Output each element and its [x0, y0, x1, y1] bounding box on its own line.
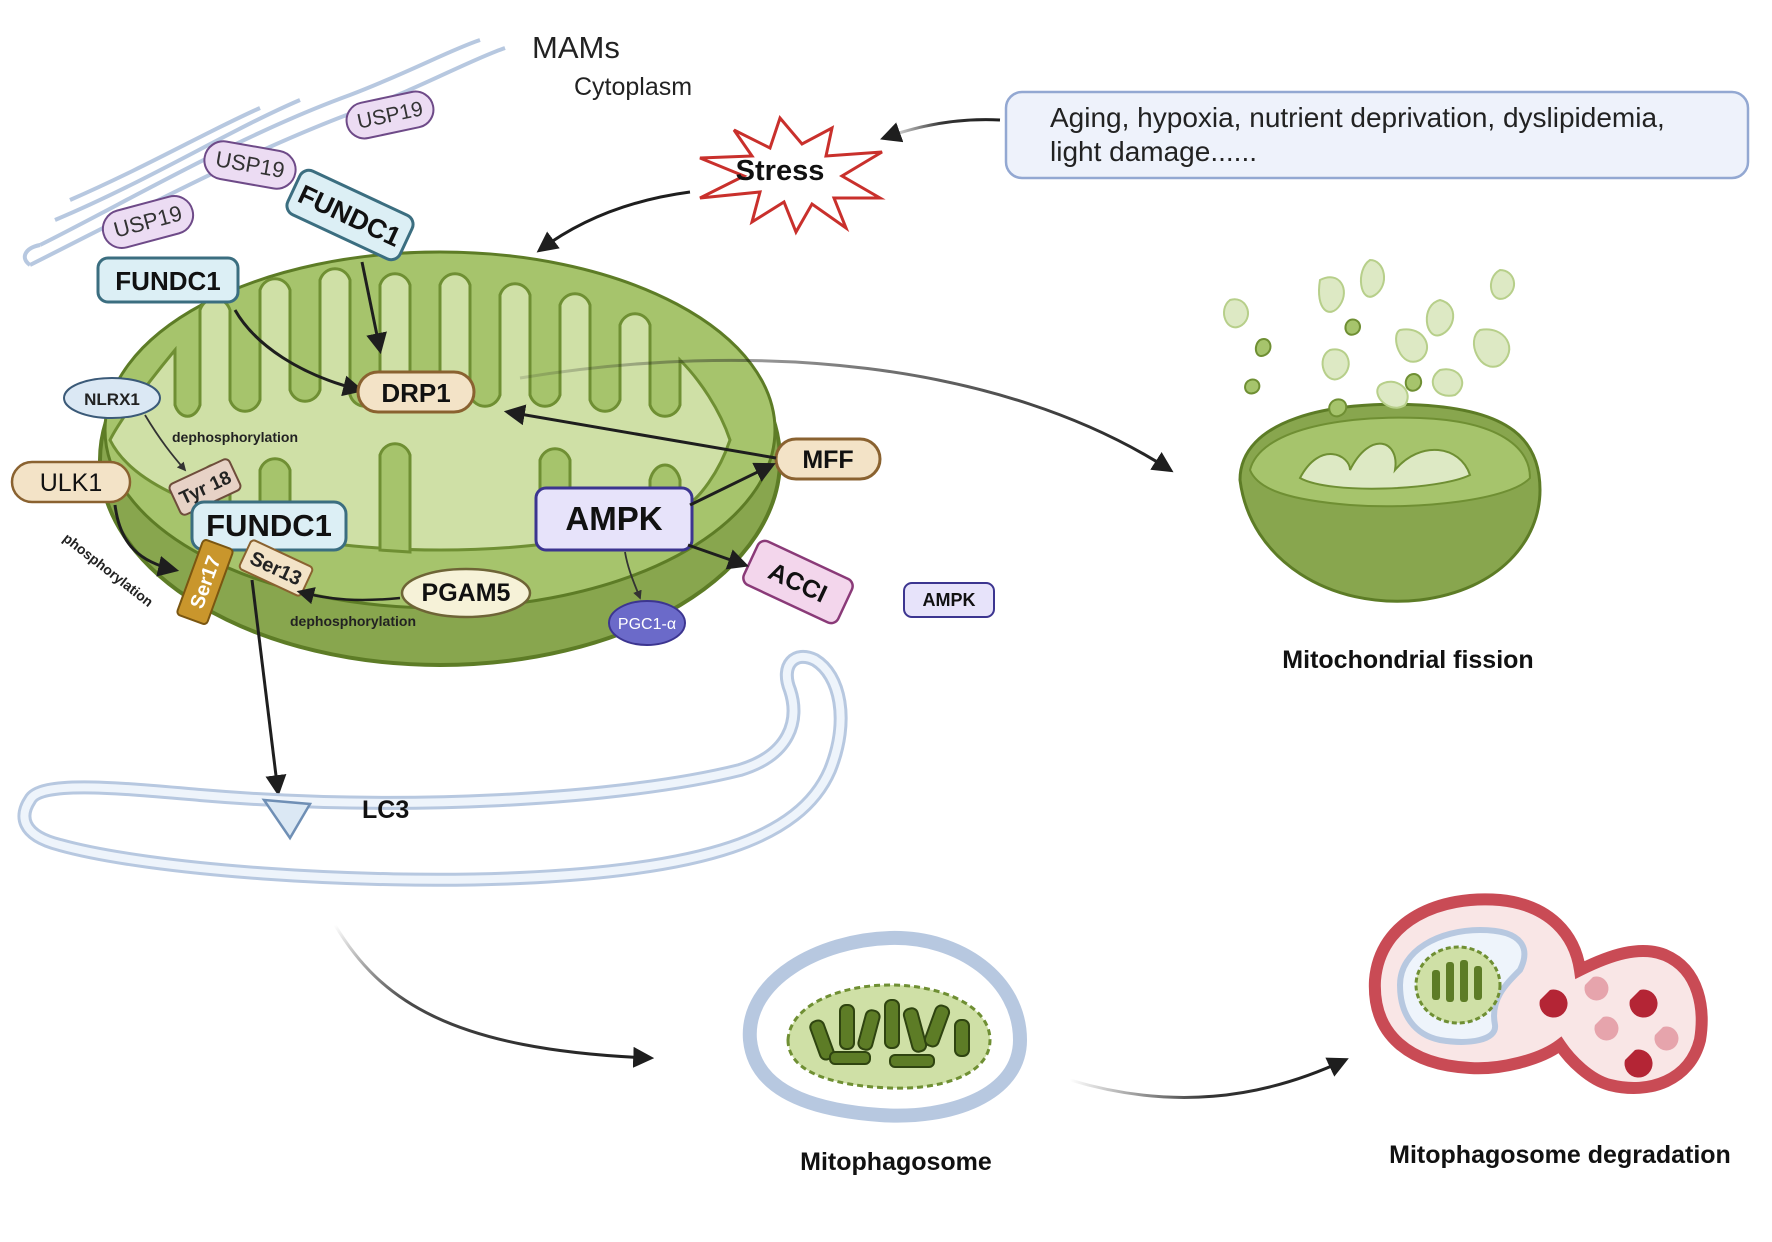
pgc1a: PGC1-α: [608, 600, 686, 646]
mff: MFF: [774, 437, 882, 481]
arrow-to-mitophagosome: [333, 924, 655, 1068]
usp19-c: USP19: [101, 195, 195, 249]
arrow-mff-to-drp1: [503, 404, 777, 460]
svg-text:PGC1-α: PGC1-α: [618, 616, 676, 633]
svg-text:PGAM5: PGAM5: [422, 579, 511, 607]
arrow-ampk-to-pgc1a: [624, 551, 642, 600]
svg-text:NLRX1: NLRX1: [84, 390, 140, 409]
svg-text:FUNDC1: FUNDC1: [115, 266, 220, 296]
arrow-fundc1a-to-drp1: [360, 261, 387, 355]
svg-text:Aging, hypoxia, nutrient depri: Aging, hypoxia, nutrient deprivation, dy…: [1050, 102, 1665, 133]
svg-text:AMPK: AMPK: [565, 500, 662, 537]
usp19-a: USP19: [345, 90, 435, 140]
ampk-small: AMPK: [903, 582, 995, 618]
pgam5: PGAM5: [400, 567, 532, 619]
arrow-ampk-to-acc1: [687, 543, 749, 570]
mitophagosome-label: Mitophagosome: [800, 1148, 992, 1176]
lc3-label: LC3: [362, 796, 409, 824]
dephos-top-label: dephosphorylation: [172, 429, 298, 445]
arrow-pgam5-to-ser13: [296, 587, 401, 605]
fundc1-er-b: FUNDC1: [96, 256, 240, 304]
stress-burst: Stress: [699, 114, 886, 236]
fission-label: Mitochondrial fission: [1282, 646, 1533, 674]
arrow-stress-to-mito: [536, 190, 691, 253]
arrow-to-degradation: [1069, 1057, 1349, 1099]
phagophore: [17, 649, 848, 887]
mitophagosome: [742, 930, 1028, 1123]
autolysosome: [1368, 893, 1708, 1094]
usp19-b: USP19: [203, 140, 297, 190]
svg-text:DRP1: DRP1: [381, 378, 450, 408]
arrow-ulk1-to-ser17: [113, 504, 180, 577]
arrow-nlrx1-to-tyr18: [144, 414, 187, 472]
arrow-inputs-to-stress: [880, 118, 1001, 143]
ulk1: ULK1: [10, 460, 132, 504]
lc3-marker: [261, 798, 313, 841]
dephos-bottom-label: dephosphorylation: [290, 613, 416, 629]
arrow-fundc1b-to-drp1: [233, 309, 365, 397]
svg-text:light damage......: light damage......: [1050, 136, 1257, 167]
degradation-label: Mitophagosome degradation: [1389, 1141, 1731, 1169]
svg-text:ULK1: ULK1: [40, 469, 103, 497]
cytoplasm-label: Cytoplasm: [574, 73, 692, 101]
arrow-fundc1-to-lc3: [250, 579, 287, 797]
svg-text:MFF: MFF: [802, 446, 853, 474]
arrow-to-fission: [519, 358, 1174, 473]
svg-text:Stress: Stress: [736, 155, 825, 187]
svg-text:AMPK: AMPK: [923, 590, 976, 610]
ampk-main: AMPK: [534, 486, 694, 552]
acc1: ACCI: [742, 539, 854, 625]
fragmenting-mitochondrion: [1223, 258, 1542, 603]
stress-inputs-box: Aging, hypoxia, nutrient deprivation, dy…: [1004, 90, 1750, 180]
mams-label: MAMs: [532, 30, 620, 65]
arrow-ampk-to-mff: [689, 462, 776, 507]
svg-text:FUNDC1: FUNDC1: [206, 508, 332, 543]
fundc1-er-a: FUNDC1: [285, 168, 415, 262]
nlrx1: NLRX1: [63, 377, 161, 419]
drp1: DRP1: [356, 370, 476, 414]
